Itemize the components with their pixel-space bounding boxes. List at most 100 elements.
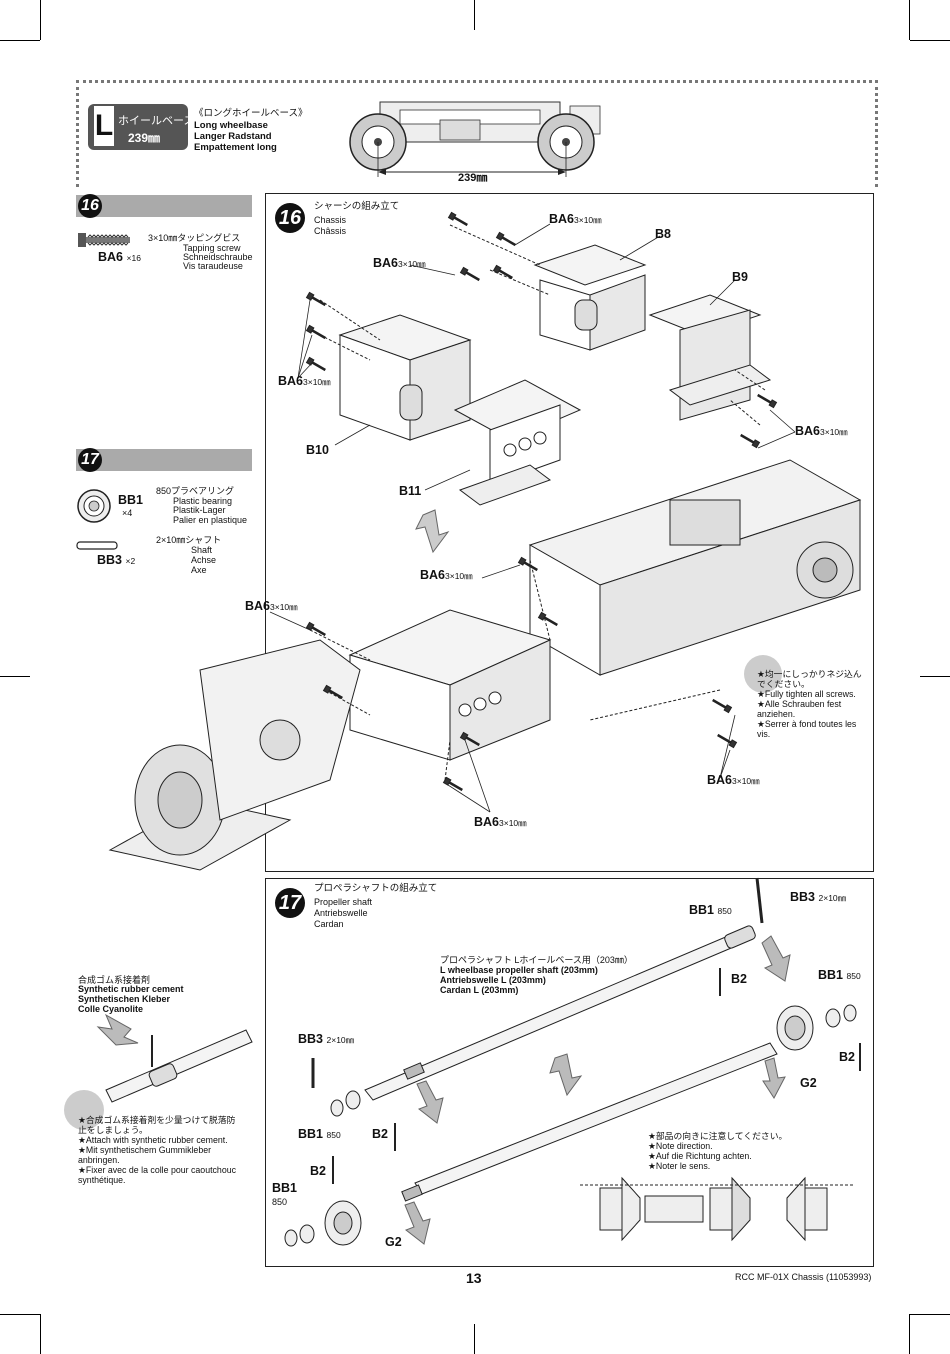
step16-parts-bar <box>76 195 252 217</box>
crop-mark <box>910 40 950 41</box>
label-ba6: BA6 <box>373 256 399 270</box>
cement-note-de2: anbringen. <box>78 1155 120 1165</box>
cement-fr: Colle Cyanolite <box>78 1004 144 1014</box>
note-fr: ★Serrer à fond toutes les <box>757 719 857 729</box>
label-bb1-sub: 850 <box>326 1130 341 1140</box>
step17-parts-number: 17 <box>78 448 102 472</box>
propeller-shaft-illustration <box>284 877 861 1247</box>
bearing-code: BB1 <box>118 493 144 507</box>
crop-mark <box>40 0 41 40</box>
chassis-side-view-illustration <box>349 101 601 177</box>
label-b9: B9 <box>732 270 748 284</box>
label-bb1: BB1 <box>298 1127 324 1141</box>
cement-de: Synthetischen Kleber <box>78 994 171 1004</box>
note-starburst-icon <box>744 655 782 693</box>
label-ba6: BA6 <box>549 212 575 226</box>
label-bb1-sub: 850 <box>272 1197 288 1207</box>
orientation-note-fr: ★Noter le sens. <box>648 1161 711 1171</box>
label-bb1-sub: 850 <box>717 906 732 916</box>
tapping-screw-icon <box>78 233 130 247</box>
step16-title-en: Chassis <box>314 215 347 225</box>
label-bb1: BB1 <box>272 1181 298 1195</box>
step17-number: 17 <box>275 888 305 918</box>
label-ba6: BA6 <box>474 815 500 829</box>
orientation-note-en: ★Note direction. <box>648 1141 713 1151</box>
label-bb3-size: 2×10㎜ <box>818 893 847 903</box>
note-jp: ★均一にしっかりネジ込ん <box>757 669 862 679</box>
badge-jp: ホイールベース <box>118 115 195 127</box>
badge-mm: 239㎜ <box>128 131 161 145</box>
shaft-fr: Axe <box>191 565 207 575</box>
plastic-bearing-icon <box>77 489 111 523</box>
cement-note-de: ★Mit synthetischem Gummikleber <box>78 1145 212 1155</box>
label-bb3-size: 2×10㎜ <box>326 1035 355 1045</box>
bearing-fr: Palier en plastique <box>173 515 248 525</box>
label-g2: G2 <box>385 1235 402 1249</box>
label-bb1: BB1 <box>818 968 844 982</box>
step17-title-fr: Cardan <box>314 919 344 929</box>
step16-title-jp: シャーシの組み立て <box>314 201 400 212</box>
crop-mark <box>909 0 910 40</box>
header-title-de: Langer Radstand <box>194 131 272 142</box>
label-ba6: BA6 <box>245 599 271 613</box>
label-ba6-size: 3×10㎜ <box>270 602 298 612</box>
crop-mark <box>474 0 475 30</box>
shaft-qty: ×2 <box>125 556 136 566</box>
step16-parts-number: 16 <box>78 194 102 218</box>
wheelbase-badge: L ホイールベース 239㎜ <box>88 104 194 150</box>
cement-note-jp2: 止をしましょう。 <box>78 1125 148 1135</box>
shaft-de: Achse <box>191 555 217 565</box>
label-ba6: BA6 <box>707 773 733 787</box>
note-de: ★Alle Schrauben fest <box>757 699 842 709</box>
crop-mark <box>0 676 30 677</box>
cement-jp: 合成ゴム系接着剤 <box>78 975 151 985</box>
note-fr2: vis. <box>757 729 771 739</box>
cement-note-fr2: synthétique. <box>78 1175 126 1185</box>
shaft-spec-jp: 2×10㎜シャフト <box>156 535 222 545</box>
cement-en: Synthetic rubber cement <box>78 984 184 994</box>
crop-mark <box>0 1314 40 1315</box>
shaft-en: Shaft <box>191 545 213 555</box>
crop-mark <box>920 676 950 677</box>
header-title-fr: Empattement long <box>194 142 277 153</box>
note-en: ★Fully tighten all screws. <box>757 689 856 699</box>
label-b2: B2 <box>731 972 747 986</box>
label-ba6-size: 3×10㎜ <box>820 427 848 437</box>
page-number: 13 <box>466 1270 482 1286</box>
screw-spec-jp: 3×10㎜タッピングビス <box>148 233 241 243</box>
screw-fr: Vis taraudeuse <box>183 261 243 271</box>
step17-title-de: Antriebswelle <box>314 908 368 918</box>
label-ba6-size: 3×10㎜ <box>445 571 473 581</box>
crop-mark <box>40 1314 41 1354</box>
label-ba6-size: 3×10㎜ <box>303 377 331 387</box>
bearing-qty: ×4 <box>122 508 133 518</box>
model-code: RCC MF-01X Chassis (11053993) <box>735 1272 872 1282</box>
step16-title-fr: Châssis <box>314 226 347 236</box>
wheelbase-dimension: 239㎜ <box>458 172 488 184</box>
bearing-spec-jp: 850プラベアリング <box>156 486 235 496</box>
orientation-note-de: ★Auf die Richtung achten. <box>648 1151 752 1161</box>
crop-mark <box>0 40 40 41</box>
step17-title-en: Propeller shaft <box>314 897 373 907</box>
label-bb3: BB3 <box>298 1032 324 1046</box>
screw-de: Schneidschraube <box>183 252 253 262</box>
note-jp2: でください。 <box>757 679 810 689</box>
note-de2: anziehen. <box>757 709 796 719</box>
shaft-pin-icon <box>76 541 118 550</box>
label-ba6-size: 3×10㎜ <box>732 776 760 786</box>
badge-letter: L <box>94 106 114 146</box>
label-bb1: BB1 <box>689 903 715 917</box>
crop-mark <box>910 1314 950 1315</box>
step17-parts-bar <box>76 449 252 471</box>
bearing-en: Plastic bearing <box>173 496 233 506</box>
label-b2: B2 <box>839 1050 855 1064</box>
bearing-de: Plastik-Lager <box>173 505 226 515</box>
screw-qty: ×16 <box>126 253 141 263</box>
crop-mark <box>474 1324 475 1354</box>
header-title-en: Long wheelbase <box>194 120 268 131</box>
label-b10: B10 <box>306 443 329 457</box>
cement-detail-illustration <box>96 1013 253 1103</box>
shaft-label-fr: Cardan L (203mm) <box>440 985 519 995</box>
cement-note-jp: ★合成ゴム系接着剤を少量つけて脱落防 <box>78 1115 236 1125</box>
cement-note-fr: ★Fixer avec de la colle pour caoutchouc <box>78 1165 237 1175</box>
